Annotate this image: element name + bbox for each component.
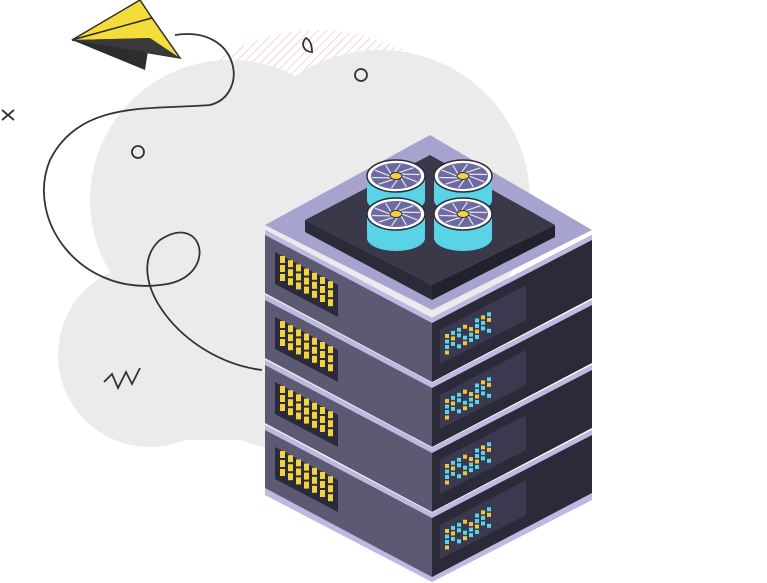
rack-units (265, 230, 592, 577)
cooling-fan-icon (366, 197, 426, 251)
zigzag-icon (103, 367, 141, 391)
circle-icon (354, 68, 368, 82)
server-unit (265, 425, 592, 577)
paper-plane-icon (71, 0, 182, 70)
cooling-fan-icon (433, 197, 493, 251)
leaf-icon (302, 36, 313, 53)
flight-path (43, 33, 263, 371)
decorations (1, 36, 368, 391)
server-unit (265, 295, 592, 447)
cross-mark-icon (1, 109, 15, 121)
circle-icon (131, 145, 145, 159)
server-rack-icon (265, 135, 592, 582)
cooling-fans (366, 159, 493, 251)
server-unit (265, 230, 592, 382)
server-unit (265, 360, 592, 512)
